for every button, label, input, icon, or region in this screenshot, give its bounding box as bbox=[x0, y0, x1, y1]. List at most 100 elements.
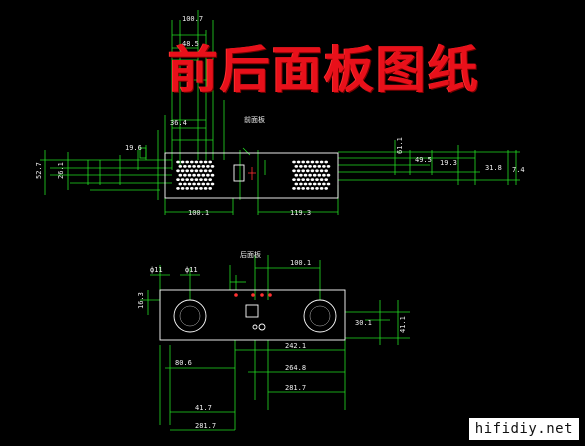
vent-hole bbox=[178, 173, 183, 177]
vent-hole bbox=[303, 173, 308, 177]
dim-rear-bottom-3: 281.7 bbox=[285, 384, 306, 392]
vent-hole bbox=[183, 165, 187, 168]
vent-hole bbox=[294, 173, 299, 177]
vent-hole bbox=[322, 165, 326, 168]
vent-hole bbox=[312, 173, 317, 177]
vent-hole bbox=[199, 178, 203, 182]
vent-hole bbox=[326, 182, 331, 186]
dim-front-right-3: 61.1 bbox=[396, 137, 404, 154]
vent-hole bbox=[206, 182, 210, 186]
dim-front-top-2: 48.5 bbox=[182, 40, 199, 48]
vent-hole bbox=[301, 187, 306, 190]
rear-panel-hole-right bbox=[303, 299, 337, 333]
vent-hole bbox=[317, 182, 322, 186]
vent-hole bbox=[185, 187, 189, 190]
vent-hole bbox=[210, 182, 215, 186]
dim-front-left-2: 26.1 bbox=[57, 162, 65, 179]
vent-hole bbox=[308, 165, 312, 168]
vent-hole bbox=[310, 160, 315, 164]
front-panel-center-marks bbox=[248, 167, 256, 180]
dim-rear-right-2: 30.1 bbox=[355, 319, 372, 327]
vent-hole bbox=[324, 169, 329, 173]
vent-hole bbox=[210, 165, 215, 168]
vent-hole bbox=[199, 187, 203, 190]
drawing-title: 前后面板图纸 bbox=[168, 40, 480, 99]
dim-front-right-4: 31.8 bbox=[485, 164, 502, 172]
vent-hole bbox=[187, 182, 192, 186]
vent-hole bbox=[196, 173, 201, 177]
vent-hole bbox=[319, 160, 324, 164]
vent-hole bbox=[301, 169, 306, 173]
rear-panel-marks bbox=[234, 293, 272, 297]
vent-hole bbox=[292, 187, 296, 190]
vent-hole bbox=[203, 160, 208, 164]
vent-hole bbox=[315, 178, 319, 182]
dim-rear-top-3: 100.1 bbox=[290, 259, 311, 267]
vent-hole bbox=[306, 187, 310, 190]
vent-hole bbox=[310, 187, 315, 190]
vent-hole bbox=[187, 165, 192, 168]
rear-panel-outline bbox=[159, 289, 346, 341]
vent-hole bbox=[324, 178, 329, 182]
front-panel-drawing bbox=[40, 10, 520, 215]
front-panel-vent-holes-left bbox=[176, 160, 215, 190]
vent-hole bbox=[203, 187, 208, 190]
vent-hole bbox=[303, 165, 308, 168]
vent-hole bbox=[294, 182, 299, 186]
vent-hole bbox=[176, 187, 180, 190]
vent-hole bbox=[187, 173, 192, 177]
vent-hole bbox=[194, 160, 199, 164]
rear-panel-labels: 后面板 ф11 ф11 100.1 16.3 80.6 41.1 30.1 24… bbox=[137, 250, 407, 430]
vent-hole bbox=[201, 173, 206, 177]
dim-rear-top-1: ф11 bbox=[150, 266, 163, 274]
vent-hole bbox=[322, 182, 326, 186]
vent-hole bbox=[306, 160, 310, 164]
vent-hole bbox=[292, 178, 296, 182]
vent-hole bbox=[326, 165, 331, 168]
dim-front-right-5: 7.4 bbox=[512, 166, 525, 174]
vent-hole bbox=[317, 165, 322, 168]
vent-hole bbox=[292, 160, 296, 164]
vent-hole bbox=[201, 182, 206, 186]
dim-front-bottom-2: 119.3 bbox=[290, 209, 311, 217]
vent-hole bbox=[317, 173, 322, 177]
front-panel-vent-holes-right bbox=[292, 160, 331, 190]
vent-hole bbox=[190, 169, 194, 173]
vent-hole bbox=[201, 165, 206, 168]
dim-rear-left-1: 16.3 bbox=[137, 292, 145, 309]
dim-rear-top-2: ф11 bbox=[185, 266, 198, 274]
rear-panel-hole-left bbox=[173, 299, 207, 333]
dim-rear-right-1: 41.1 bbox=[399, 316, 407, 333]
rear-panel-label: 后面板 bbox=[240, 250, 261, 259]
vent-hole bbox=[322, 173, 326, 177]
vent-hole bbox=[301, 160, 306, 164]
vent-hole bbox=[299, 165, 303, 168]
vent-hole bbox=[203, 178, 208, 182]
dim-rear-bottom-5: 281.7 bbox=[195, 422, 216, 430]
site-watermark: hifidiy.net bbox=[468, 418, 579, 440]
dim-front-bottom-1: 100.1 bbox=[188, 209, 209, 217]
vent-hole bbox=[196, 182, 201, 186]
vent-hole bbox=[310, 178, 315, 182]
dim-front-top-3: 36.4 bbox=[170, 119, 187, 127]
vent-hole bbox=[199, 169, 203, 173]
front-panel-labels: 前面板 100.7 48.5 36.4 52.7 26.1 19.6 19.3 … bbox=[35, 15, 525, 217]
vent-hole bbox=[196, 165, 201, 168]
vent-hole bbox=[315, 160, 319, 164]
rear-panel-drawing bbox=[140, 255, 410, 431]
vent-hole bbox=[326, 173, 331, 177]
vent-hole bbox=[296, 178, 301, 182]
vent-hole bbox=[190, 160, 194, 164]
vent-hole bbox=[299, 182, 303, 186]
vent-hole bbox=[312, 182, 317, 186]
vent-hole bbox=[185, 160, 189, 164]
vent-hole bbox=[324, 160, 329, 164]
vent-hole bbox=[194, 169, 199, 173]
vent-hole bbox=[319, 187, 324, 190]
vent-hole bbox=[192, 182, 196, 186]
vent-hole bbox=[208, 187, 212, 190]
vent-hole bbox=[303, 182, 308, 186]
vent-hole bbox=[206, 173, 210, 177]
vent-hole bbox=[301, 178, 306, 182]
vent-hole bbox=[180, 169, 185, 173]
